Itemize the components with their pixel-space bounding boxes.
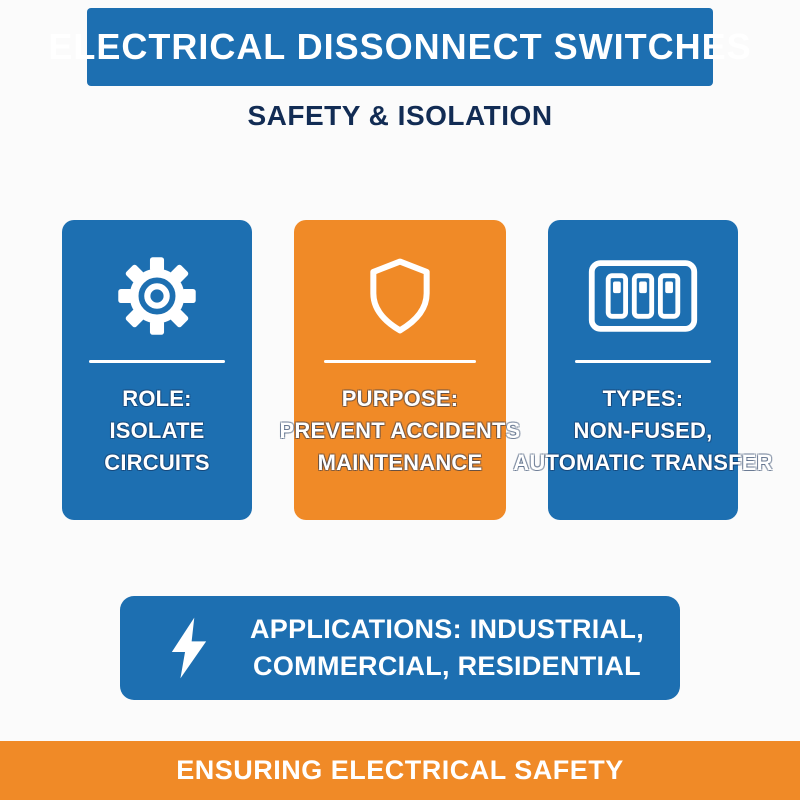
- card-divider: [323, 360, 477, 363]
- card-text-role: ROLE: ISOLATE CIRCUITS: [104, 383, 210, 479]
- info-card-role: ROLE: ISOLATE CIRCUITS: [62, 220, 252, 520]
- cards-row: ROLE: ISOLATE CIRCUITS PURPOSE: PREVENT …: [0, 220, 800, 520]
- card-line: NON-FUSED,: [573, 418, 713, 443]
- applications-banner: APPLICATIONS: INDUSTRIAL, COMMERCIAL, RE…: [120, 596, 680, 700]
- card-line: TYPES:: [602, 386, 684, 411]
- card-divider: [88, 360, 226, 363]
- subtitle: SAFETY & ISOLATION: [247, 100, 553, 131]
- footer-banner: ENSURING ELECTRICAL SAFETY: [0, 741, 800, 800]
- gear-icon: [113, 248, 201, 344]
- applications-line: COMMERCIAL, RESIDENTIAL: [253, 651, 641, 681]
- card-line: PURPOSE:: [341, 386, 459, 411]
- shield-icon: [357, 248, 443, 344]
- lightning-bolt-icon: [156, 611, 222, 685]
- card-line: ROLE:: [122, 386, 192, 411]
- switch-panel-icon: [585, 248, 701, 344]
- page-title: ELECTRICAL DISSONNECT SWITCHES: [48, 26, 752, 67]
- card-line: AUTOMATIC TRANSFER: [513, 450, 773, 475]
- card-text-types: TYPES: NON-FUSED, AUTOMATIC TRANSFER: [513, 383, 772, 479]
- header-banner: ELECTRICAL DISSONNECT SWITCHES: [48, 8, 751, 86]
- card-text-purpose: PURPOSE: PREVENT ACCIDENTS MAINTENANCE: [280, 383, 521, 479]
- card-line: ISOLATE: [109, 418, 205, 443]
- card-line: PREVENT ACCIDENTS: [279, 418, 521, 443]
- info-card-purpose: PURPOSE: PREVENT ACCIDENTS MAINTENANCE: [280, 220, 520, 520]
- applications-text: APPLICATIONS: INDUSTRIAL, COMMERCIAL, RE…: [250, 611, 644, 685]
- footer-text: ENSURING ELECTRICAL SAFETY: [176, 755, 624, 785]
- card-divider: [574, 360, 712, 363]
- applications-line: APPLICATIONS: INDUSTRIAL,: [250, 614, 644, 644]
- info-card-types: TYPES: NON-FUSED, AUTOMATIC TRANSFER: [513, 220, 773, 520]
- card-line: MAINTENANCE: [317, 450, 483, 475]
- card-line: CIRCUITS: [104, 450, 210, 475]
